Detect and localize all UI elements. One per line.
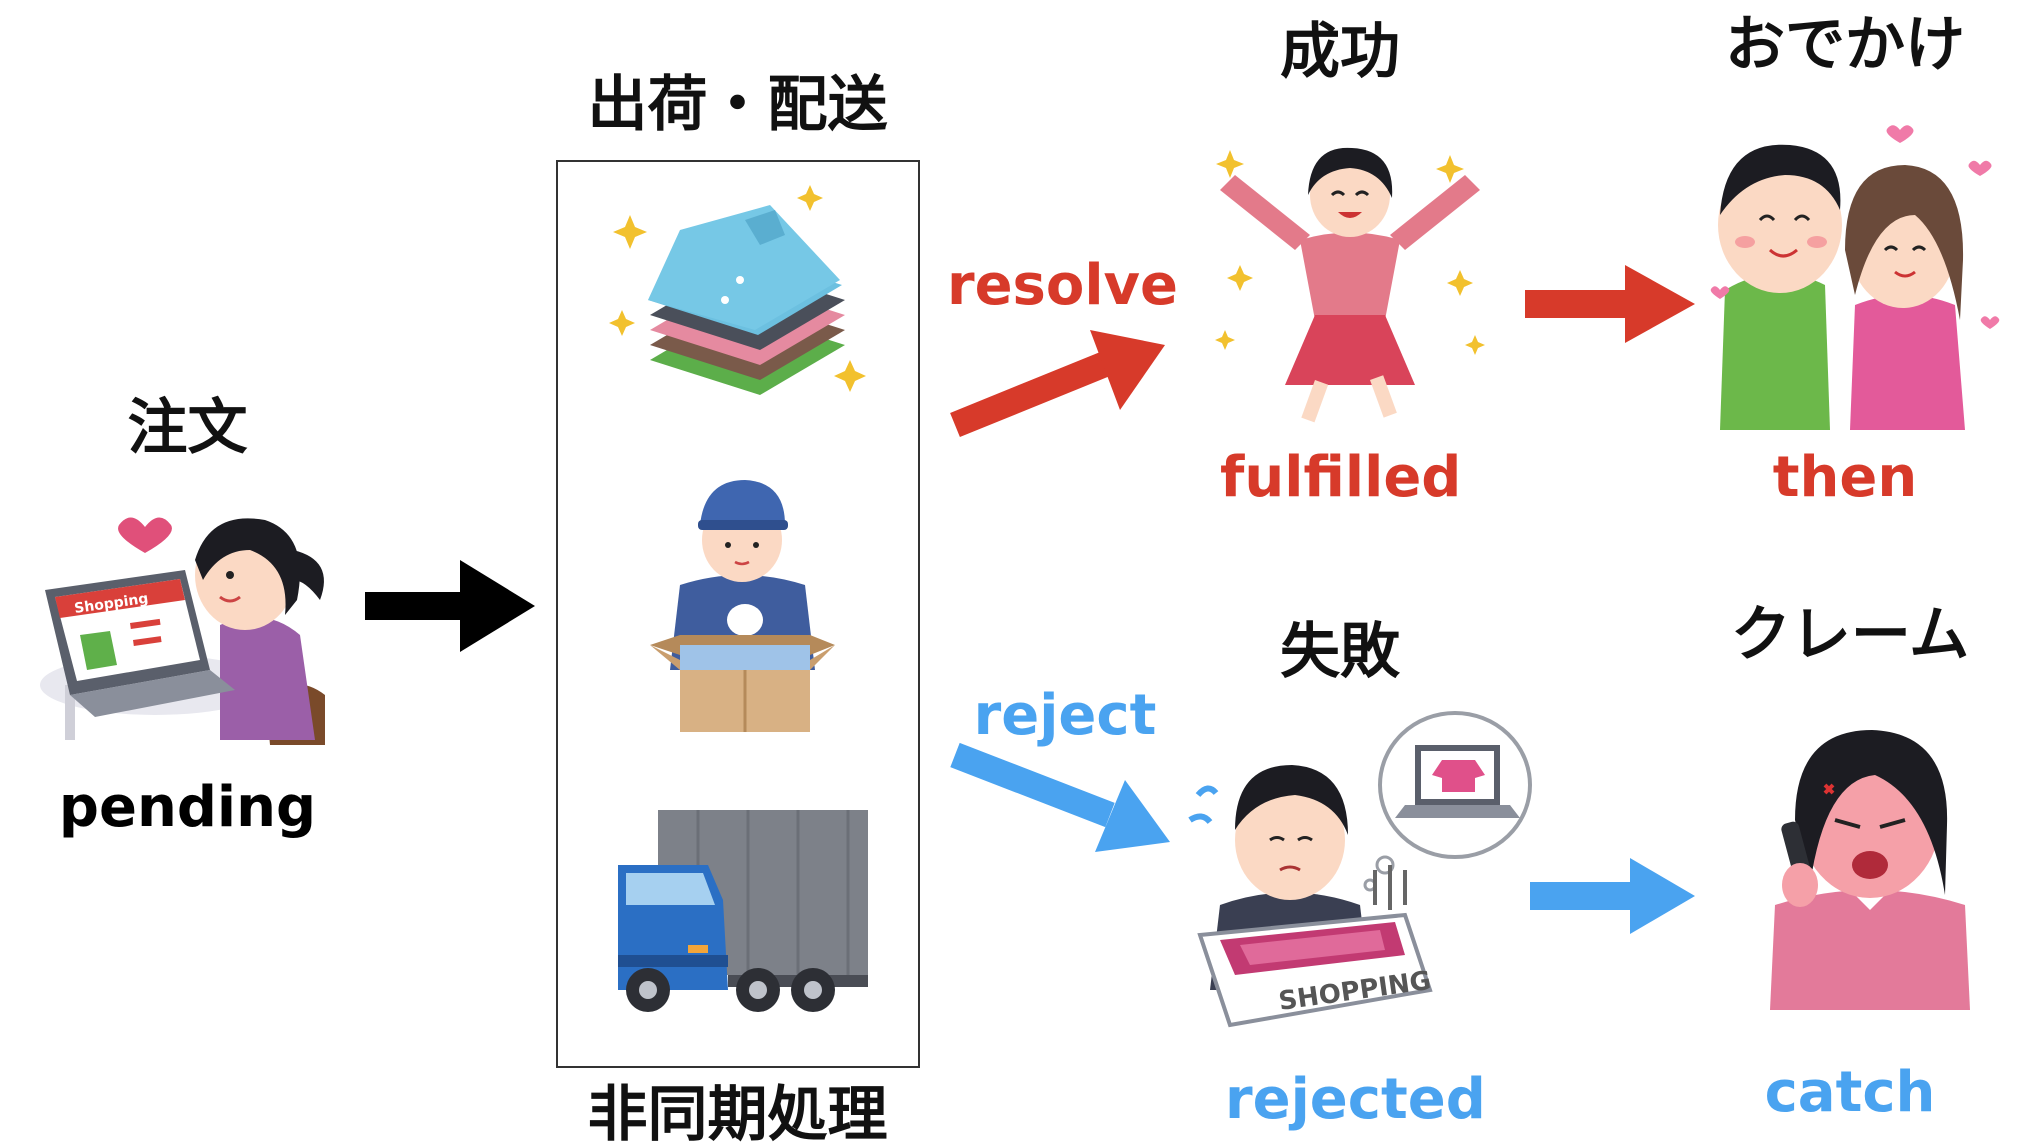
arrow-catch xyxy=(1530,858,1695,934)
woman-shopping-laptop-icon: Shopping xyxy=(40,517,325,745)
label-reject: reject xyxy=(973,683,1157,748)
worried-woman-box-icon: SHOPPING xyxy=(1188,711,1532,1028)
label-pending: pending xyxy=(58,775,317,840)
delivery-truck-icon xyxy=(618,810,868,1012)
label-rejected: rejected xyxy=(1225,1067,1486,1132)
arrow-then xyxy=(1525,265,1695,343)
label-order: 注文 xyxy=(127,393,248,463)
label-resolve: resolve xyxy=(946,253,1179,318)
label-success: 成功 xyxy=(1280,17,1400,87)
label-shipping: 出荷・配送 xyxy=(587,70,888,140)
label-fulfilled: fulfilled xyxy=(1220,445,1462,510)
arrow-resolve xyxy=(950,330,1165,438)
arrow-order-to-process xyxy=(365,560,535,652)
arrow-reject xyxy=(950,742,1170,852)
async-process-box xyxy=(556,160,920,1068)
folded-shirts-icon xyxy=(609,185,866,395)
angry-woman-phone-icon xyxy=(1770,730,1970,1010)
happy-couple-icon xyxy=(1710,125,2000,430)
worker-packing-box-icon xyxy=(650,480,835,732)
label-async: 非同期処理 xyxy=(587,1080,888,1142)
label-claim: クレーム xyxy=(1730,600,1970,670)
happy-woman-icon xyxy=(1215,147,1485,423)
label-failure: 失敗 xyxy=(1280,617,1400,687)
label-catch: catch xyxy=(1764,1060,1936,1125)
label-then: then xyxy=(1772,445,1918,510)
label-outing: おでかけ xyxy=(1725,10,1965,80)
